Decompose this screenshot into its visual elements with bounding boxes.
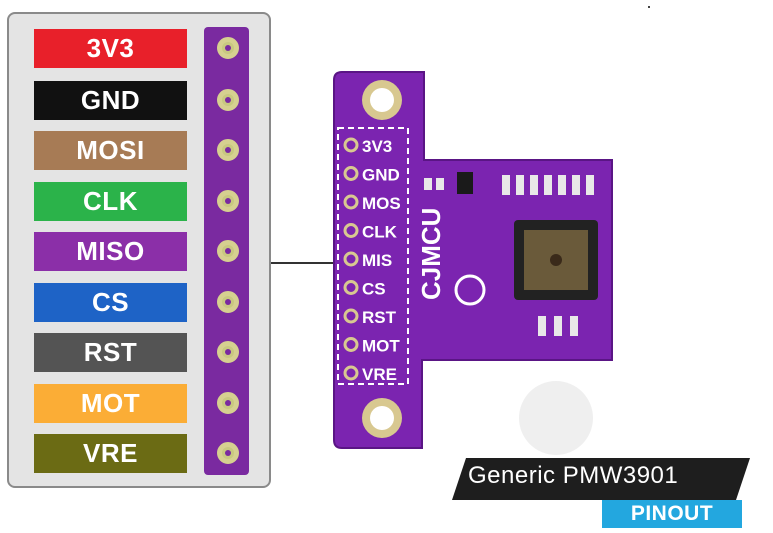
header-pad — [217, 291, 239, 313]
board-pad — [343, 308, 359, 324]
board-pin-label: MOT — [362, 337, 400, 356]
title-banner — [452, 458, 750, 500]
board-pin-label: CLK — [362, 223, 398, 242]
brand-logo-icon — [454, 274, 486, 306]
header-pad — [217, 240, 239, 262]
board-pin-label: 3V3 — [362, 137, 392, 156]
page-title: Generic PMW3901 — [468, 462, 679, 489]
mounting-hole-bottom-center — [370, 406, 394, 430]
board-pin-label: GND — [362, 166, 400, 185]
header-pad — [217, 190, 239, 212]
brand-label: CJMCU — [416, 208, 446, 300]
smd-component — [586, 175, 594, 195]
ic-regulator — [457, 172, 473, 194]
smd-component — [558, 175, 566, 195]
pcb-outline — [333, 71, 613, 449]
board-pin-label: VRE — [362, 365, 397, 384]
watermark-circle — [519, 381, 593, 455]
smd-component — [530, 175, 538, 195]
pin-label-miso: MISO — [34, 232, 187, 271]
pin-label-clk: CLK — [34, 182, 187, 221]
board-pad — [343, 280, 359, 295]
smd-component — [516, 175, 524, 195]
board-pad — [343, 137, 359, 153]
pin-box — [337, 127, 409, 385]
pin-label-gnd: GND — [34, 81, 187, 120]
board-pin-label: RST — [362, 308, 397, 327]
smd-component — [436, 178, 444, 190]
smd-component — [424, 178, 432, 190]
smd-component — [502, 175, 510, 195]
pinout-badge: PINOUT — [602, 500, 742, 528]
connector-line — [271, 262, 333, 264]
header-pad — [217, 139, 239, 161]
smd-component — [570, 316, 578, 336]
header-pad — [217, 392, 239, 414]
board-pin-label: MIS — [362, 251, 392, 270]
speck — [648, 6, 650, 8]
pin-label-mosi: MOSI — [34, 131, 187, 170]
header-pad — [217, 341, 239, 363]
header-pad — [217, 442, 239, 464]
smd-component — [554, 316, 562, 336]
smd-component — [572, 175, 580, 195]
header-pad — [217, 37, 239, 59]
board-pin-label: CS — [362, 280, 386, 299]
board-pad — [343, 194, 359, 210]
board-pin-label: MOS — [362, 194, 401, 213]
board-pad — [343, 223, 359, 238]
mounting-hole-top-center — [370, 88, 394, 112]
pin-label-3v3: 3V3 — [34, 29, 187, 68]
board-pad — [343, 166, 359, 181]
pin-label-vre: VRE — [34, 434, 187, 473]
smd-component — [538, 316, 546, 336]
smd-component — [544, 175, 552, 195]
sensor-lens — [550, 254, 562, 266]
pin-label-mot: MOT — [34, 384, 187, 423]
board-pad — [343, 337, 359, 352]
board-pad — [343, 251, 359, 267]
board-pad — [343, 365, 359, 381]
pin-label-cs: CS — [34, 283, 187, 322]
pin-label-rst: RST — [34, 333, 187, 372]
header-pad — [217, 89, 239, 111]
